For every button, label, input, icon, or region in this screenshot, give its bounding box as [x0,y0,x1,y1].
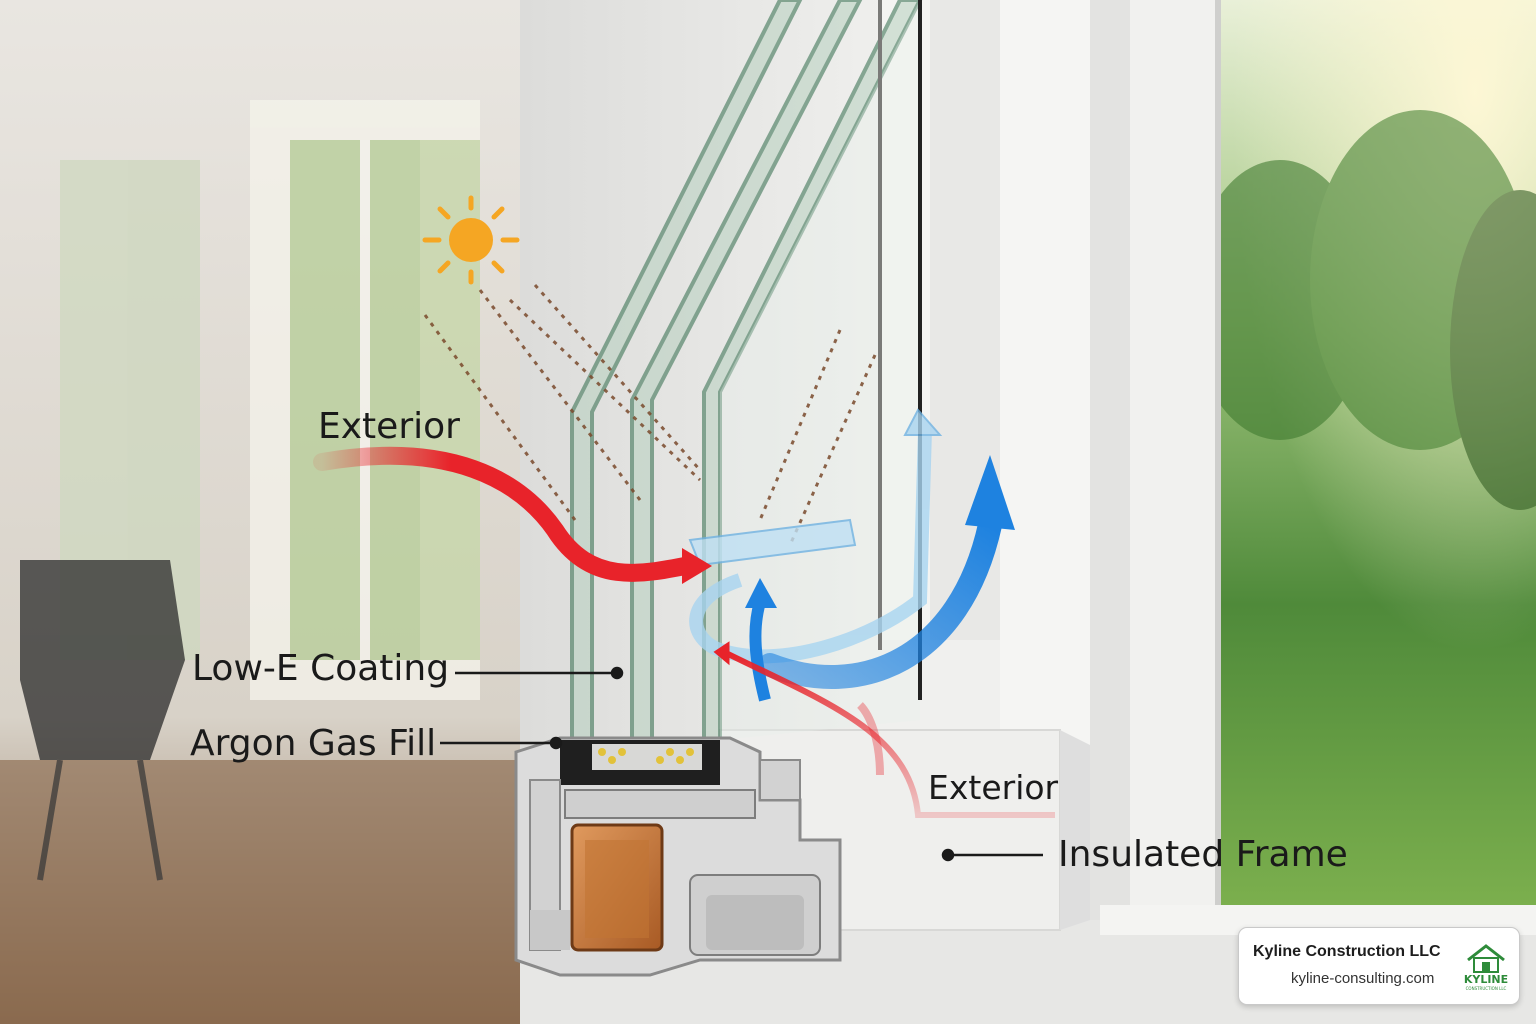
sun-rays [423,284,877,546]
logo-subtext: CONSTRUCTION LLC [1466,986,1507,991]
cool-arrow-small-head [745,578,777,608]
house-logo-icon: KYLINE CONSTRUCTION LLC [1464,944,1508,991]
logo-text: KYLINE [1464,973,1508,986]
exterior-label-bottom: Exterior [928,768,1059,807]
heat-arrow-bottom-head [713,641,730,666]
cool-arrow-small [749,600,771,702]
low-e-coating-label: Low-E Coating [192,648,450,689]
background-windows [60,100,480,700]
background-chair [20,560,185,881]
argon-gas-fill-label: Argon Gas Fill [190,723,437,764]
sun-icon [422,195,520,285]
heat-arrow-bottom-tail [856,702,884,776]
insulated-frame-label: Insulated Frame [1058,834,1348,875]
brand-url: kyline-consulting.com [1291,970,1435,987]
brand-name: Kyline Construction LLC [1253,943,1441,960]
heat-arrow-top-head [682,548,712,584]
leader-lines [440,666,1043,862]
heat-arrow-top [313,446,699,582]
cool-arrow-large [758,513,1002,689]
exterior-label-top: Exterior [318,406,460,447]
heat-arrow-bottom-path [718,647,1055,818]
brand-card: Kyline Construction LLC kyline-consultin… [1238,927,1520,1005]
background-trees [1190,110,1536,510]
cool-arrow-large-head [965,455,1015,530]
frame-profile [514,736,842,977]
